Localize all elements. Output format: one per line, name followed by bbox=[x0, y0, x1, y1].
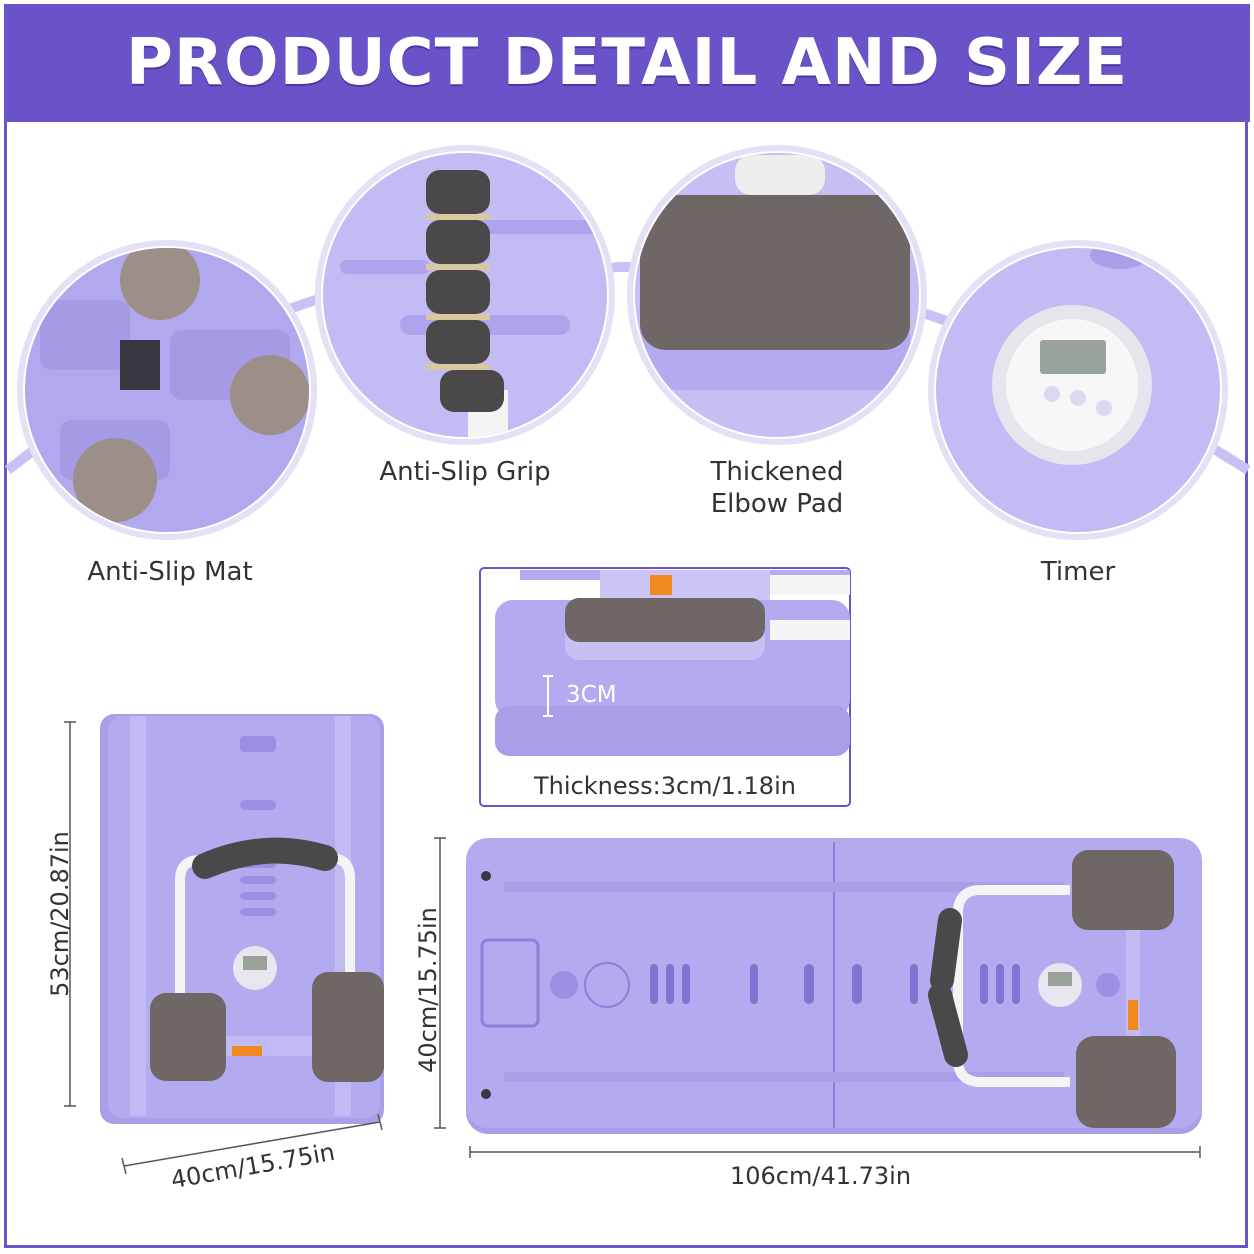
folded-height-label: 53cm/20.87in bbox=[46, 831, 74, 997]
anti-slip-grip-label: Anti-Slip Grip bbox=[379, 457, 551, 487]
header-banner: PRODUCT DETAIL AND SIZE bbox=[4, 4, 1250, 122]
anti-slip-grip-detail bbox=[315, 145, 615, 445]
dimension-lines bbox=[64, 721, 1201, 1175]
elbow-pad-detail bbox=[627, 145, 927, 445]
thickness-caption: Thickness:3cm/1.18in bbox=[534, 772, 796, 800]
page-title: PRODUCT DETAIL AND SIZE bbox=[125, 26, 1129, 100]
anti-slip-mat-label: Anti-Slip Mat bbox=[87, 557, 253, 587]
elbow-pad-label-line2: Elbow Pad bbox=[710, 489, 844, 519]
timer-label: Timer bbox=[1040, 557, 1116, 587]
folded-board bbox=[100, 714, 384, 1124]
elbow-pad-label: Thickened Elbow Pad bbox=[686, 456, 868, 520]
open-board bbox=[466, 838, 1202, 1134]
timer-detail bbox=[928, 240, 1228, 540]
anti-slip-mat-detail bbox=[17, 240, 317, 540]
elbow-pad-label-line1: Thickened bbox=[710, 457, 844, 487]
open-length-label: 106cm/41.73in bbox=[730, 1162, 912, 1190]
thickness-inset bbox=[479, 567, 851, 807]
open-width-label: 40cm/15.75in bbox=[414, 907, 442, 1073]
thickness-marker: 3CM bbox=[566, 682, 617, 708]
